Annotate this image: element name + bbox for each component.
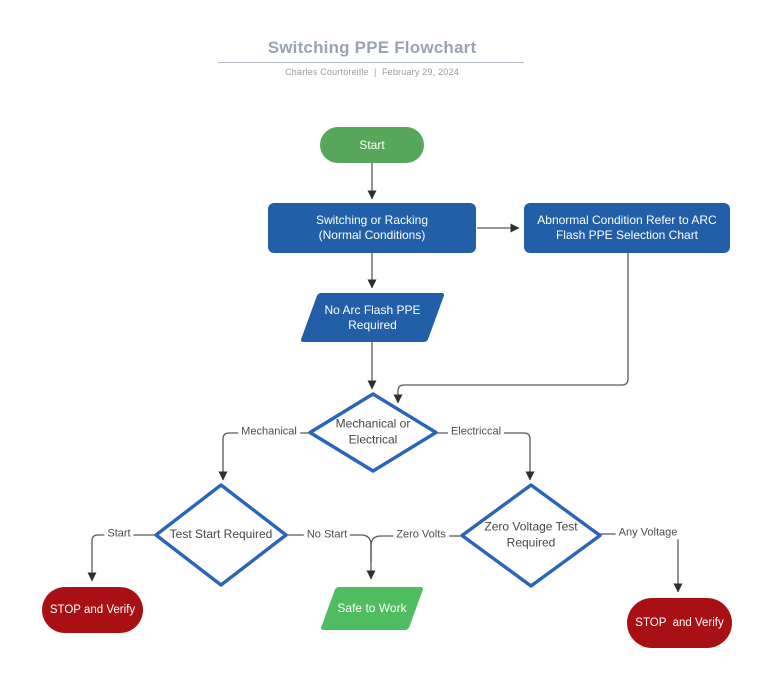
connector-teststart-to-stop (87, 534, 156, 582)
terminator-start: Start (320, 127, 424, 163)
edge-label-zero-volts: Zero Volts (393, 528, 449, 542)
decision-mech-elec-label: Mechanical or Electrical (336, 416, 411, 447)
process-abnormal: Abnormal Condition Refer to ARC Flash PP… (524, 203, 730, 253)
decision-zero-voltage-shape (460, 483, 602, 588)
io-no-ppe-line2: Required (348, 317, 397, 332)
terminator-stop-left-label: STOP and Verify (49, 603, 136, 616)
decision-mech-elec-line2: Electrical (348, 432, 398, 446)
edge-label-no-start: No Start (303, 528, 351, 542)
title-divider (218, 62, 524, 63)
terminator-stop-left: STOP and Verify (42, 587, 143, 633)
process-abnormal-line2: Flash PPE Selection Chart (555, 228, 699, 242)
edge-label-any-voltage: Any Voltage (615, 526, 681, 540)
decision-test-start-label: Test Start Required (169, 527, 273, 542)
io-no-ppe-label: No Arc Flash PPE Required (324, 303, 420, 333)
process-switching-line1: Switching or Racking (315, 213, 429, 227)
process-switching: Switching or Racking (Normal Conditions) (268, 203, 476, 253)
decision-test-start-shape (154, 483, 288, 587)
connector-mechelec-to-zerovoltage (436, 432, 535, 481)
terminator-stop-right-label: STOP and Verify (635, 616, 724, 629)
connector-teststart-to-safe (286, 534, 376, 580)
terminator-start-label: Start (359, 137, 385, 152)
process-switching-line2: (Normal Conditions) (318, 228, 426, 242)
connector-mechelec-to-teststart (218, 432, 310, 481)
io-safe-to-work-label: Safe to Work (337, 601, 406, 616)
edge-label-electrical: Electriccal (447, 425, 505, 439)
page-title: Switching PPE Flowchart (267, 38, 477, 57)
io-no-ppe-line1: No Arc Flash PPE (324, 302, 421, 317)
process-abnormal-line1: Abnormal Condition Refer to ARC (537, 213, 717, 227)
byline: Charles Courtoreille | February 29, 2024 (285, 67, 459, 77)
io-safe-to-work: Safe to Work (320, 587, 424, 630)
decision-zero-voltage-line1: Zero Voltage Test (484, 519, 578, 534)
decision-zero-voltage-line2: Required (506, 535, 556, 549)
io-safe-to-work-text: Safe to Work (337, 601, 407, 615)
io-no-ppe: No Arc Flash PPE Required (300, 293, 445, 342)
edge-label-start: Start (104, 527, 134, 541)
edge-label-mechanical: Mechanical (238, 425, 300, 439)
decision-zero-voltage-label: Zero Voltage Test Required (484, 519, 577, 550)
connector-abnormal-to-mechelec (393, 253, 629, 404)
connector-zerovoltage-to-stop (600, 533, 683, 593)
decision-mech-elec-shape (308, 392, 438, 473)
decision-mech-elec-line1: Mechanical or (335, 416, 411, 431)
terminator-stop-right: STOP and Verify (627, 598, 732, 648)
